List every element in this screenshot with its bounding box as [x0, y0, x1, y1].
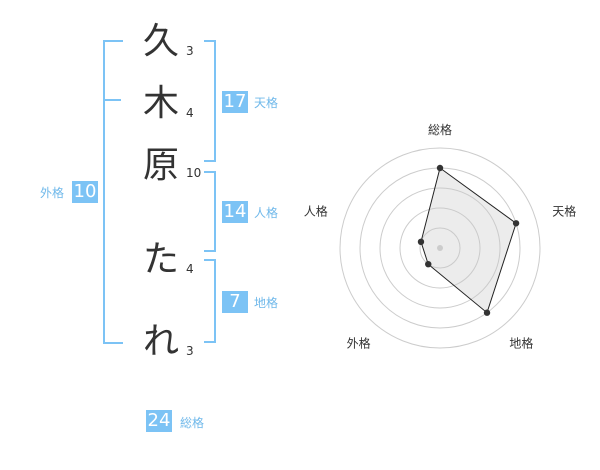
jinkaku-bracket: [204, 171, 216, 252]
chikaku-value: 7: [222, 291, 248, 313]
tenkaku-bracket: [204, 40, 216, 162]
name-char-1: 久: [142, 21, 179, 62]
soukaku-label: 総格: [180, 416, 205, 430]
radar-axis-label-1: 総格: [428, 122, 452, 137]
stroke-count-3: 10: [186, 166, 202, 180]
radar-center-dot: [437, 245, 443, 251]
radar-area: [420, 167, 517, 314]
radar-grid-ring-1: [419, 227, 461, 269]
stroke-count-5: 3: [186, 344, 194, 358]
gaikaku-bracket-tick: [103, 99, 121, 101]
name-char-3: 原: [142, 145, 179, 186]
name-char-2: 木: [142, 83, 179, 124]
radar-grid-ring-5: [339, 147, 541, 349]
radar-axis-label-4: 外格: [347, 336, 371, 351]
radar-grid-ring-2: [399, 207, 481, 289]
jinkaku-label: 人格: [254, 206, 279, 220]
gaikaku-bracket: [103, 40, 123, 344]
radar-point-1: [436, 164, 444, 172]
radar-point-5: [417, 238, 425, 246]
gaikaku-value: 10: [72, 181, 98, 203]
tenkaku-label: 天格: [254, 96, 279, 110]
name-char-5: れ: [142, 321, 179, 362]
jinkaku-value: 14: [222, 201, 248, 223]
radar-axis-label-2: 天格: [552, 204, 576, 219]
radar-point-3: [483, 309, 491, 316]
tenkaku-value: 17: [222, 91, 248, 113]
stroke-count-1: 3: [186, 44, 194, 58]
radar-axis-label-3: 地格: [509, 336, 533, 351]
stroke-count-4: 4: [186, 262, 194, 276]
gaikaku-label: 外格: [40, 186, 65, 200]
soukaku-value: 24: [146, 410, 172, 432]
radar-point-4: [425, 260, 432, 268]
chikaku-bracket: [204, 259, 216, 343]
radar-point-2: [512, 220, 520, 227]
radar-grid-ring-3: [379, 187, 501, 309]
chikaku-label: 地格: [254, 296, 279, 310]
radar-axis-label-5: 人格: [304, 204, 328, 219]
stroke-count-2: 4: [186, 106, 194, 120]
name-char-4: た: [142, 239, 179, 280]
